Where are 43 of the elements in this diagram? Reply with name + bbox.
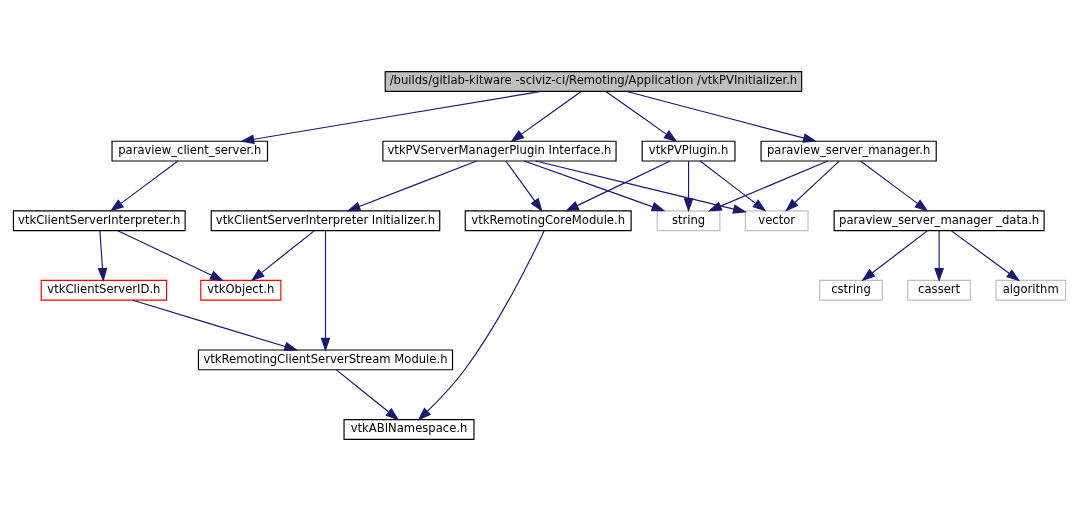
arrow [605, 90, 678, 142]
node-box: vtkABINamespace.h [343, 418, 475, 440]
arrow [859, 159, 929, 212]
node-box: algorithm [995, 279, 1067, 301]
arrow [535, 159, 747, 214]
arrow [683, 159, 694, 212]
node-box: paraview_server_manager.h [760, 140, 937, 162]
arrow [934, 229, 944, 282]
arrow [417, 229, 545, 421]
node-box: cassert [907, 279, 972, 301]
arrow [564, 159, 671, 211]
node-box: vtkPVServerManagerPlugin Interface.h [382, 140, 617, 162]
arrow [117, 229, 224, 281]
arrow [510, 90, 582, 142]
arrow [110, 159, 179, 212]
arrow [785, 159, 840, 212]
arrow [97, 229, 108, 282]
arrow [132, 299, 299, 351]
node-box: string [656, 209, 721, 231]
node-box: vtkPVPlugin.h [641, 140, 736, 162]
arrow [240, 90, 542, 144]
arrow [626, 90, 817, 143]
arrow [523, 159, 666, 211]
node-box: cstring [819, 279, 883, 301]
arrow [707, 159, 829, 211]
node-box: vtkClientServerInterpreter Initializer.h [210, 209, 441, 231]
arrow [250, 229, 315, 281]
arrow [335, 368, 400, 420]
node-box: paraview_server_manager _data.h [833, 209, 1045, 231]
arrow [699, 159, 767, 212]
node-box: vtkRemotingClientServerStream Module.h [197, 348, 454, 370]
node-box: paraview_client_server.h [111, 140, 269, 162]
node-box: vtkRemotingCoreModule.h [464, 209, 632, 231]
node-box: vector [744, 209, 809, 231]
node-box: vtkObject.h [200, 279, 282, 301]
arrow [505, 159, 543, 212]
arrow [950, 229, 1021, 281]
arrow [346, 159, 478, 211]
node-box: vtkClientServerID.h [40, 279, 168, 301]
node-box: /builds/gitlab-kitware -sciviz-ci/Remoting/Application /vtkPVInitializer.h [384, 70, 803, 92]
node-box: vtkClientServerInterpreter.h [12, 209, 186, 231]
arrow [320, 229, 331, 352]
arrow [861, 229, 929, 281]
